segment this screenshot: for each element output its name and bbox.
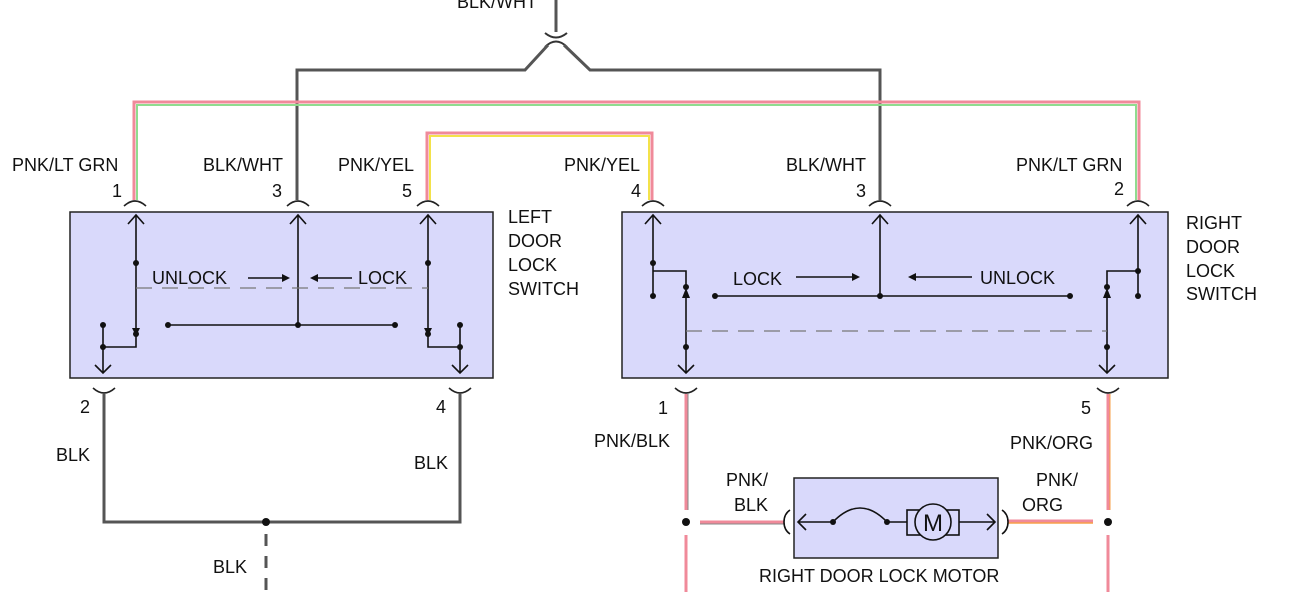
pin-wire-label: BLK/WHT <box>203 155 283 175</box>
pin-number: 2 <box>1114 179 1124 199</box>
pin-number: 4 <box>631 181 641 201</box>
pin-wire-label: PNK/LT GRN <box>1016 155 1122 175</box>
right-switch-title: SWITCH <box>1186 284 1257 304</box>
motor-left-wire-label: PNK/ <box>726 470 768 490</box>
left-unlock-label: UNLOCK <box>152 268 227 288</box>
pin-wire-label: PNK/YEL <box>338 155 414 175</box>
pin-wire-label: PNK/LT GRN <box>12 155 118 175</box>
pin-number: 5 <box>1081 398 1091 418</box>
right-switch-title: DOOR <box>1186 237 1240 257</box>
wire-pnk-org <box>1008 394 1111 592</box>
pin-number: 5 <box>402 181 412 201</box>
motor-right-wire-label: ORG <box>1022 495 1063 515</box>
pin-wire-label: PNK/ORG <box>1010 433 1093 453</box>
motor-left-wire-label: BLK <box>734 495 768 515</box>
splice-dot <box>682 518 690 526</box>
pin-number: 1 <box>112 181 122 201</box>
pin-wire-label: PNK/BLK <box>594 431 670 451</box>
top-wire-label: BLK/WHT <box>457 0 537 12</box>
left-lock-label: LOCK <box>358 268 407 288</box>
splice-dot <box>262 518 270 526</box>
motor-right-wire-label: PNK/ <box>1036 470 1078 490</box>
right-unlock-label: UNLOCK <box>980 268 1055 288</box>
wire-pnk-lt-grn <box>132 100 1141 200</box>
pin-wire-label: BLK/WHT <box>786 155 866 175</box>
wire-pnk-yel <box>425 131 654 200</box>
right-door-lock-switch: LOCK UNLOCK <box>621 211 1169 379</box>
wire-blk-ground <box>102 394 462 592</box>
right-switch-title: RIGHT <box>1186 213 1242 233</box>
splice-dot <box>1104 518 1112 526</box>
pin-number: 3 <box>856 181 866 201</box>
pin-wire-label: PNK/YEL <box>564 155 640 175</box>
right-switch-title: LOCK <box>1186 261 1235 281</box>
left-switch-title: LEFT <box>508 207 552 227</box>
right-door-lock-motor: M <box>783 477 1009 559</box>
motor-symbol: M <box>923 510 943 537</box>
pin-wire-label: BLK <box>414 453 448 473</box>
left-switch-title: SWITCH <box>508 279 579 299</box>
right-lock-label: LOCK <box>733 269 782 289</box>
pin-number: 3 <box>272 181 282 201</box>
left-door-lock-switch: UNLOCK LOCK <box>69 211 494 379</box>
pin-wire-label: BLK <box>56 445 90 465</box>
pin-number: 4 <box>436 397 446 417</box>
motor-title: RIGHT DOOR LOCK MOTOR <box>759 566 999 586</box>
wire-blk-wht <box>295 0 882 200</box>
left-switch-title: DOOR <box>508 231 562 251</box>
ground-label: BLK <box>213 557 247 577</box>
pin-number: 2 <box>80 397 90 417</box>
pin-number: 1 <box>658 398 668 418</box>
connector-caps <box>92 200 1150 394</box>
left-switch-title: LOCK <box>508 255 557 275</box>
wire-pnk-blk <box>684 394 784 592</box>
